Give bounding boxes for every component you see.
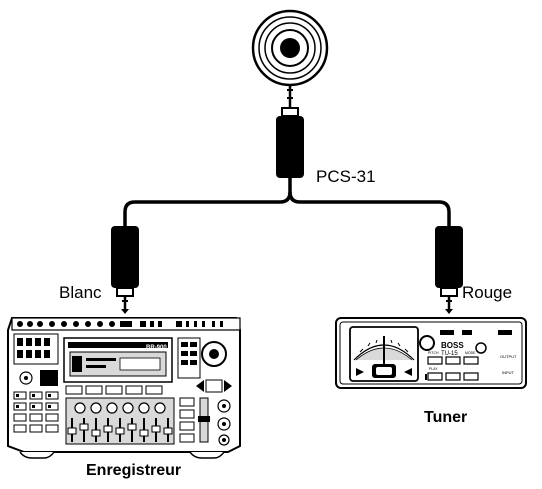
tuner-output-text: OUTPUT (500, 354, 517, 359)
tuner-mode-text: MODE (465, 351, 476, 355)
tuner-pitch-text: PITCH (428, 351, 439, 355)
recorder-model-text: BR-900 (146, 345, 167, 351)
jack-socket (253, 11, 327, 85)
y-cable (125, 178, 449, 226)
tuner-play-text: PLAY (429, 367, 438, 371)
recorder-device (8, 318, 240, 458)
left-plug-label: Blanc (59, 283, 102, 303)
tuner-model-text: TU-15 (441, 351, 458, 357)
cable-label: PCS-31 (316, 167, 376, 187)
left-plug (111, 226, 139, 314)
right-plug-label: Rouge (462, 283, 512, 303)
top-plug (276, 86, 304, 178)
recorder-label: Enregistreur (86, 462, 181, 480)
tuner-input-text: INPUT (502, 370, 515, 375)
right-plug (435, 226, 463, 314)
tuner-brand-text: BOSS (441, 341, 464, 350)
tuner-label: Tuner (424, 409, 467, 427)
